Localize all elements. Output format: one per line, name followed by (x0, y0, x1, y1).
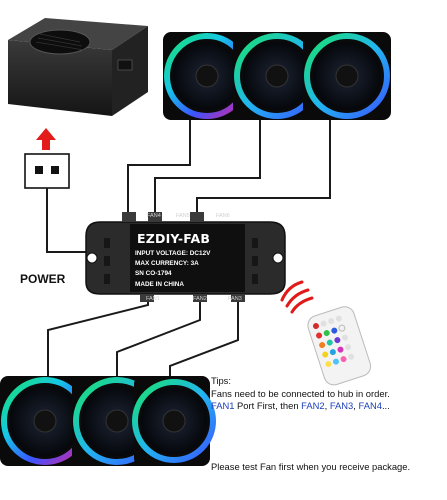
fan-top-3 (303, 32, 391, 120)
tips-sep: , (324, 400, 330, 411)
power-label: POWER (20, 272, 66, 286)
hub-port-label: FAN5 (176, 213, 190, 219)
hub-port-label: FAN1 (146, 296, 160, 302)
tips-sep: , (353, 400, 359, 411)
fan3-label: FAN3 (329, 400, 354, 411)
fan-top-2 (233, 32, 321, 120)
footer-note: Please test Fan first when you receive p… (211, 461, 411, 472)
power-connector (24, 153, 70, 189)
hub-brand-label: EZDIY-FAB (137, 231, 211, 246)
tips-line-ports: FAN1 Port First, then FAN2, FAN3, FAN4..… (211, 400, 390, 413)
hub-max-currency: MAX CURRENCY: 3A (135, 260, 199, 267)
connection-wires (46, 120, 331, 380)
power-supply-unit (8, 18, 148, 116)
fan1-label: FAN1 (211, 400, 235, 411)
hub-port-label: FAN3 (228, 296, 242, 302)
tips-heading: Tips: (211, 375, 231, 386)
tips-block: Tips: Fans need to be connected to hub i… (211, 375, 390, 413)
tips-line-order: Fans need to be connected to hub in orde… (211, 387, 390, 399)
hub-serial: SN CO-1794 (135, 270, 172, 277)
hub-input-voltage: INPUT VOLTAGE: DC12V (135, 250, 211, 257)
hub-made-in: MADE IN CHINA (135, 281, 184, 288)
fan2-label: FAN2 (301, 400, 325, 411)
fan-bottom-3 (132, 376, 216, 466)
remote-control (307, 306, 372, 386)
tips-tail: ... (381, 400, 390, 411)
wireless-signal-icon (280, 280, 314, 314)
hub-port-label: FAN6 (216, 213, 230, 219)
hub-port-label: FAN2 (193, 296, 207, 302)
tips-text: Port First, then (234, 400, 302, 411)
fan-hub (85, 212, 286, 302)
red-up-arrow-icon (36, 128, 56, 150)
fan-bottom-1 (0, 376, 90, 466)
hub-port-label: FAN4 (147, 213, 161, 219)
fan4-label: FAN4 (358, 400, 382, 411)
